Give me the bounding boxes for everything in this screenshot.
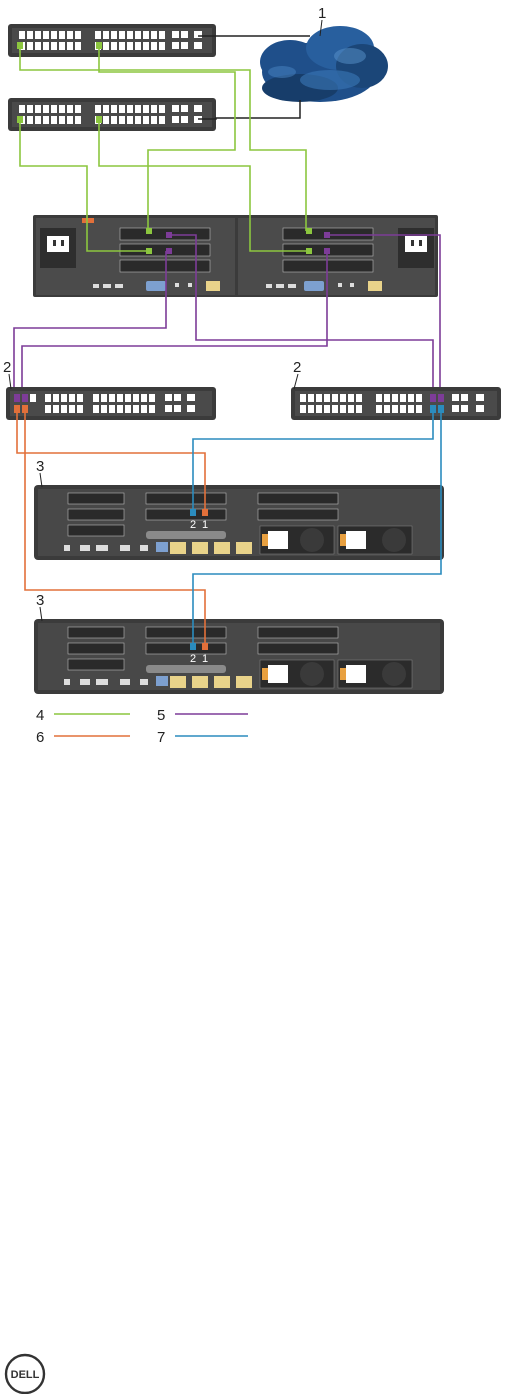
legend: 4 5 6 7	[36, 707, 248, 746]
dell-logo-text: DELL	[11, 1369, 40, 1381]
legend-label-4: 4	[36, 707, 44, 724]
switch-left	[6, 387, 216, 420]
legend-label-6: 6	[36, 729, 44, 746]
dell-logo-icon: DELL	[0, 1352, 60, 1394]
storage-controller-enclosure	[33, 215, 438, 297]
callout-server-top: 3	[36, 458, 44, 475]
callout-switch-right: 2	[293, 359, 301, 376]
top-switch-2	[8, 98, 216, 131]
callout-server-bottom: 3	[36, 592, 44, 609]
top-switch-1	[8, 24, 216, 57]
legend-label-7: 7	[157, 729, 165, 746]
callout-switch-left: 2	[3, 359, 11, 376]
network-cloud-icon	[260, 26, 388, 102]
server-bottom-port-2-label: 2	[190, 653, 196, 665]
switch-right	[291, 387, 501, 420]
server-top-port-1-label: 1	[202, 519, 208, 531]
callout-cloud: 1	[318, 5, 326, 22]
server-bottom	[34, 619, 444, 694]
server-bottom-port-1-label: 1	[202, 653, 208, 665]
legend-label-5: 5	[157, 707, 165, 724]
server-top-port-2-label: 2	[190, 519, 196, 531]
server-top	[34, 485, 444, 560]
